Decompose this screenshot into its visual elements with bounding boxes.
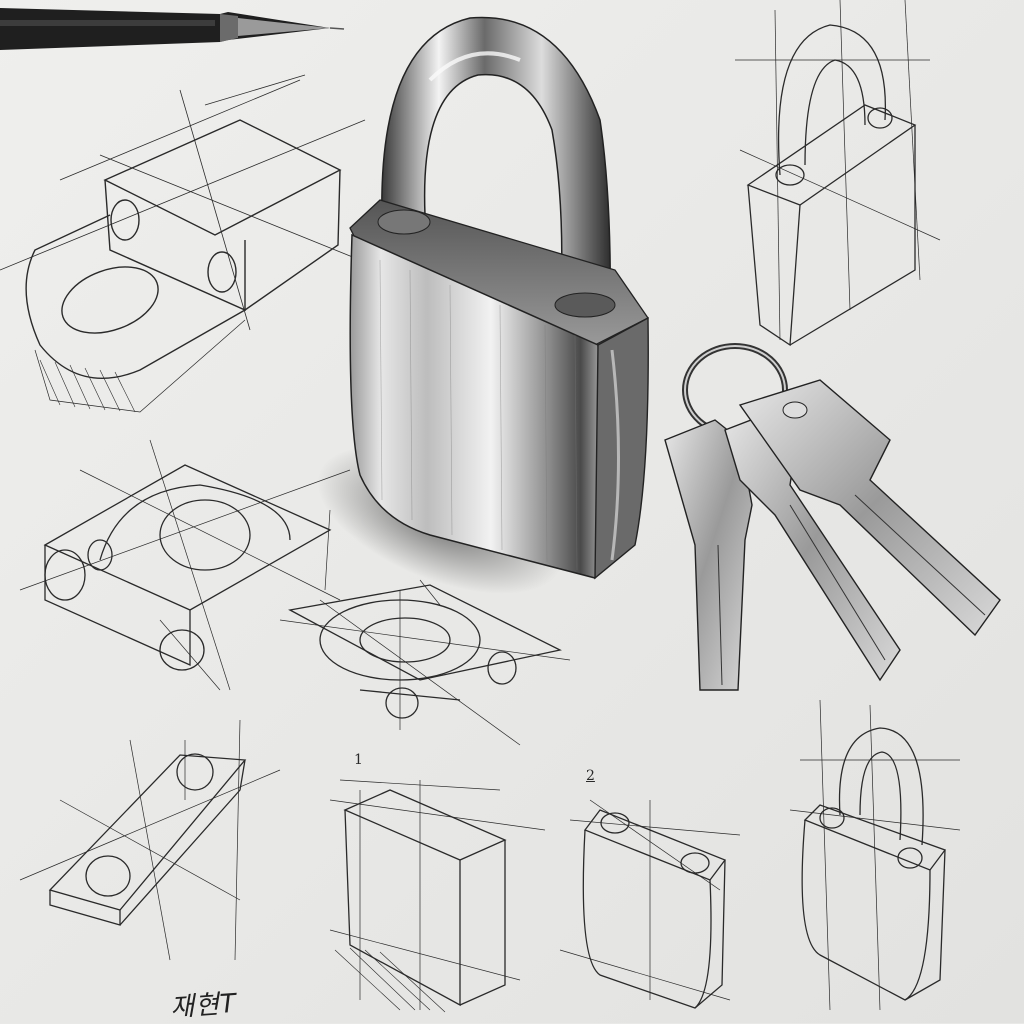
sketch-padlock-bottom-left xyxy=(19,719,281,961)
sketch-padlock-perspective-mid-left xyxy=(19,439,351,691)
sketch-step-2-box xyxy=(559,799,741,1009)
sketch-shackle-top-center xyxy=(279,579,571,746)
sketch-padlock-bottom-right xyxy=(789,699,961,1011)
padlock-icon xyxy=(349,16,649,580)
sketch-padlock-flat-top-left xyxy=(0,74,366,413)
artist-signature: 재현T xyxy=(169,988,238,1024)
key-right xyxy=(738,379,1001,637)
step-2-label: 2 xyxy=(586,768,595,784)
step-1-label: 1 xyxy=(354,752,363,768)
mechanical-pencil-icon xyxy=(0,8,345,50)
sketch-padlock-top-right xyxy=(735,0,941,347)
sketch-step-1-box xyxy=(329,779,546,1013)
